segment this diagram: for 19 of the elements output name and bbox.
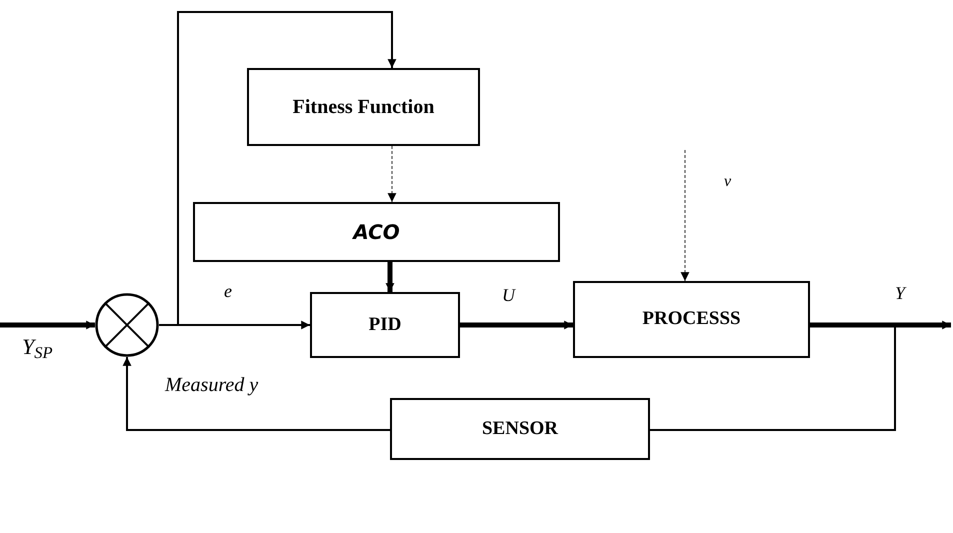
process-box <box>573 281 810 358</box>
box-label: PID <box>368 312 402 337</box>
arrow <box>0 320 95 330</box>
box-label: SENSOR <box>482 416 558 441</box>
box-label: Fitness Function <box>292 95 434 120</box>
arrow <box>122 357 390 431</box>
process-box <box>247 68 480 146</box>
arrow <box>159 320 310 330</box>
signal-label: Y$_{SP}$ <box>22 333 53 363</box>
process-box <box>310 292 460 358</box>
process-box <box>390 398 650 460</box>
arrow <box>460 320 573 330</box>
arrow <box>680 150 690 281</box>
process-box <box>193 202 560 262</box>
arrow <box>388 146 396 202</box>
box-label: PROCESSS <box>642 307 741 332</box>
arrow <box>810 320 951 330</box>
box-label: ACO <box>353 219 400 246</box>
arrow <box>386 262 394 292</box>
